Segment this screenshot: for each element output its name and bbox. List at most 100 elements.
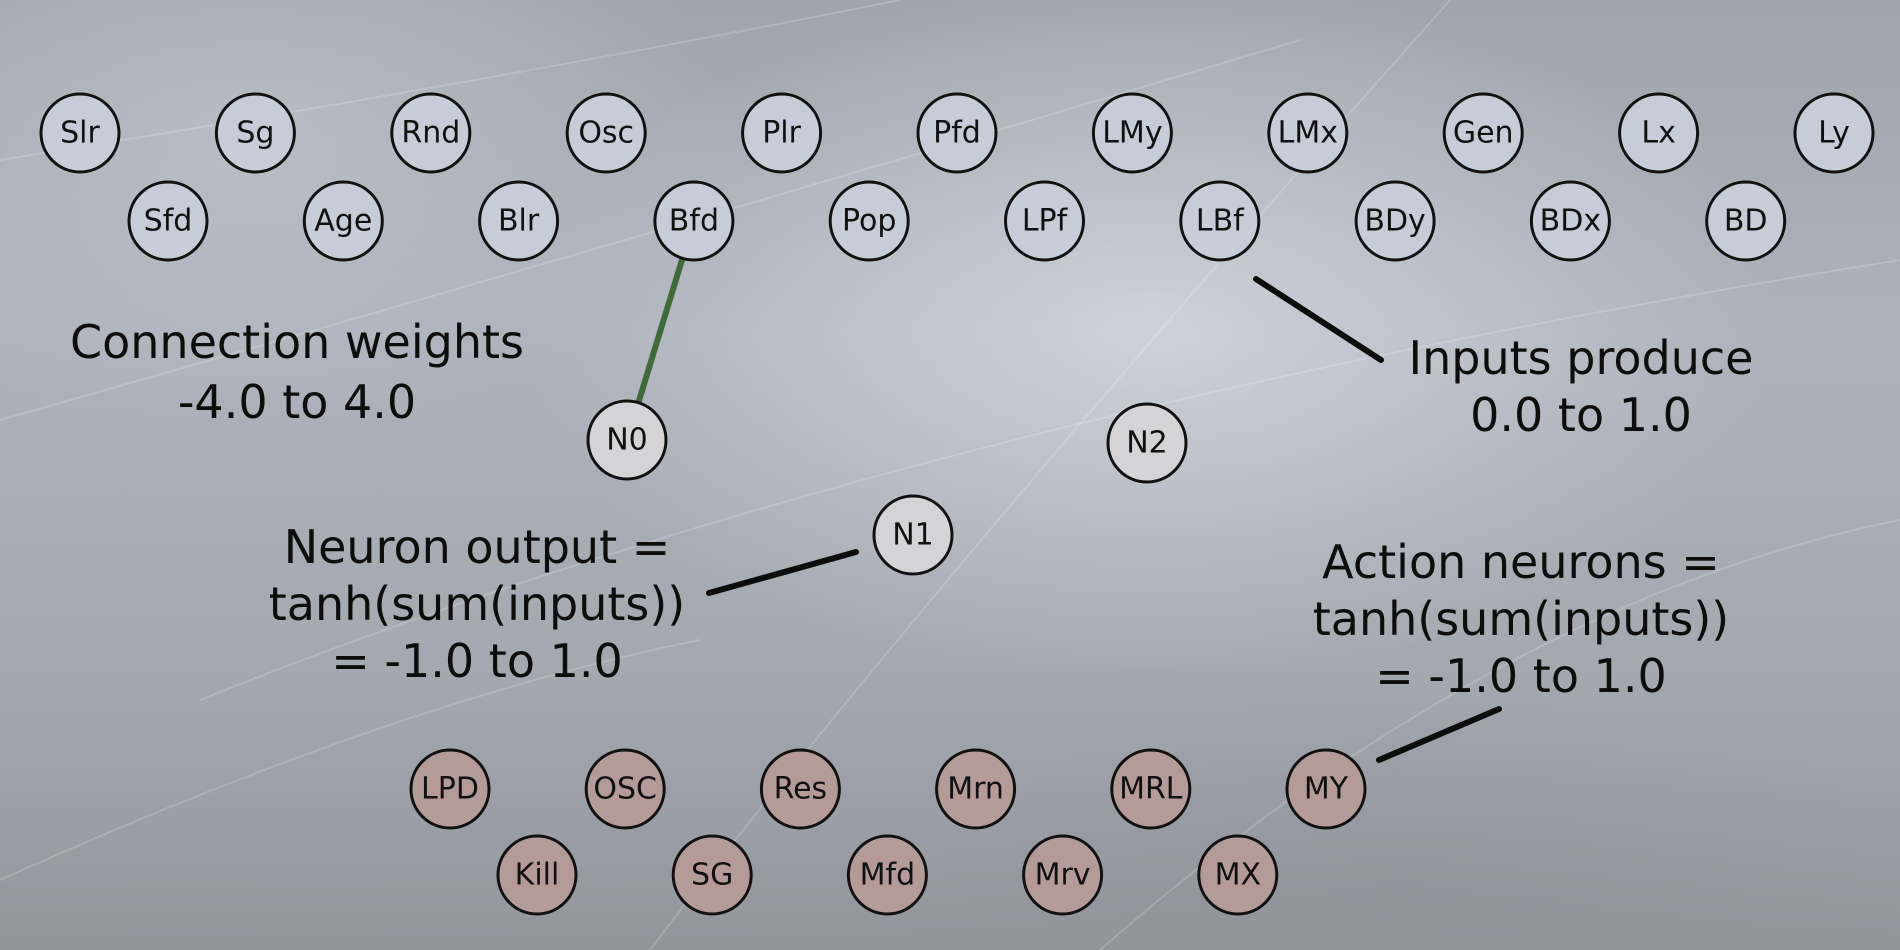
neuron-label: BDx bbox=[1540, 204, 1601, 239]
neuron-circle bbox=[586, 399, 668, 481]
input-neuron-lpf: LPf bbox=[1004, 180, 1085, 262]
internal-neuron-n1: N1 bbox=[872, 494, 954, 576]
internal-neuron-n0: N0 bbox=[586, 399, 668, 481]
neuron-label: Plr bbox=[762, 116, 801, 151]
neuron-label: MRL bbox=[1119, 772, 1183, 807]
neuron-label: LMy bbox=[1102, 116, 1162, 151]
neuron-circle bbox=[759, 748, 841, 830]
neuron-label: Ly bbox=[1818, 116, 1850, 151]
neuron-label: MX bbox=[1215, 858, 1261, 893]
neuron-circle bbox=[1179, 180, 1261, 262]
input-neuron-age: Age bbox=[302, 180, 384, 262]
neuron-circle bbox=[846, 834, 928, 916]
neuron-label: Age bbox=[314, 204, 372, 239]
neuron-label: N0 bbox=[606, 423, 648, 458]
neuron-circle bbox=[1442, 92, 1524, 174]
neuron-label: LPf bbox=[1022, 204, 1069, 239]
neuron-circle bbox=[653, 180, 735, 262]
neuron-circle bbox=[496, 834, 578, 916]
neuron-output-annotation-line3: = -1.0 to 1.0 bbox=[331, 634, 623, 688]
neuron-circle bbox=[127, 180, 209, 262]
input-neuron-lbf: LBf bbox=[1179, 180, 1261, 262]
neuron-label: Osc bbox=[578, 116, 634, 151]
neuron-label: Sg bbox=[236, 116, 274, 151]
neuron-circle bbox=[478, 180, 560, 262]
action-annotation-line1: Action neurons = bbox=[1322, 535, 1720, 589]
neuron-circle bbox=[741, 92, 823, 174]
input-neuron-lx: Lx bbox=[1618, 92, 1700, 174]
action-neuron-osc: OSC bbox=[584, 748, 666, 830]
neuron-label: Pop bbox=[842, 204, 896, 239]
neuron-circle bbox=[1267, 92, 1349, 174]
neuron-label: Mfd bbox=[860, 858, 916, 893]
annotation-inputs-produce: Inputs produce 0.0 to 1.0 bbox=[1409, 331, 1754, 442]
internal-neuron-n2: N2 bbox=[1106, 402, 1188, 484]
neuron-circle bbox=[1110, 748, 1192, 830]
neuron-label: Slr bbox=[60, 116, 100, 151]
neuron-label: BD bbox=[1724, 204, 1768, 239]
neuron-circle bbox=[409, 748, 491, 830]
input-neuron-bd: BD bbox=[1705, 180, 1787, 262]
action-neuron-mrn: Mrn bbox=[935, 748, 1017, 830]
neuron-label: Pfd bbox=[933, 116, 981, 151]
input-neuron-ly: Ly bbox=[1793, 92, 1875, 174]
neuron-label: MY bbox=[1304, 772, 1349, 807]
annotation-action-neurons: Action neurons = tanh(sum(inputs)) = -1.… bbox=[1313, 535, 1730, 703]
inputs-pointer-line bbox=[1253, 276, 1384, 363]
neuron-label: Mrn bbox=[947, 772, 1004, 807]
neuron-label: LMx bbox=[1278, 116, 1338, 151]
input-neuron-bdy: BDy bbox=[1354, 180, 1436, 262]
neuron-circle bbox=[302, 180, 384, 262]
neuron-label: Lx bbox=[1641, 116, 1675, 151]
neuron-label: BDy bbox=[1364, 204, 1425, 239]
action-neuron-kill: Kill bbox=[496, 834, 578, 916]
connection-bfd-to-n0 bbox=[635, 255, 686, 406]
input-neuron-rnd: Rnd bbox=[390, 92, 472, 174]
neuron-label: Blr bbox=[498, 204, 540, 239]
neuron-circle bbox=[1091, 92, 1173, 174]
neuron-circle bbox=[1793, 92, 1875, 174]
neuron-circle bbox=[214, 92, 296, 174]
input-neuron-sfd: Sfd bbox=[127, 180, 209, 262]
weights-annotation-line1: Connection weights bbox=[70, 315, 524, 369]
neuron-label: Rnd bbox=[401, 116, 460, 151]
weights-annotation-line2: -4.0 to 4.0 bbox=[178, 375, 416, 429]
input-neuron-gen: Gen bbox=[1442, 92, 1524, 174]
neuron-label: SG bbox=[691, 858, 733, 893]
neuron-output-annotation-line2: tanh(sum(inputs)) bbox=[269, 577, 686, 631]
neuron-circle bbox=[872, 494, 954, 576]
input-neuron-osc: Osc bbox=[565, 92, 647, 174]
neuron-label: LBf bbox=[1196, 204, 1245, 239]
input-neuron-pop: Pop bbox=[828, 180, 910, 262]
action-annotation-line2: tanh(sum(inputs)) bbox=[1313, 592, 1730, 646]
input-neuron-sg: Sg bbox=[214, 92, 296, 174]
neuron-label: Gen bbox=[1453, 116, 1514, 151]
neuron-circle bbox=[1705, 180, 1787, 262]
neuron-circle bbox=[390, 92, 472, 174]
neuron-circle bbox=[39, 92, 121, 174]
inputs-annotation-line1: Inputs produce bbox=[1409, 331, 1754, 385]
neuron-circle bbox=[828, 180, 910, 262]
input-neuron-pfd: Pfd bbox=[916, 92, 998, 174]
action-neuron-res: Res bbox=[759, 748, 841, 830]
annotation-connection-weights: Connection weights -4.0 to 4.0 bbox=[70, 315, 524, 429]
neuron-label: N2 bbox=[1126, 426, 1168, 461]
action-annotation-line3: = -1.0 to 1.0 bbox=[1375, 649, 1667, 703]
neuron-circle bbox=[1285, 748, 1367, 830]
neuron-label: Sfd bbox=[144, 204, 193, 239]
action-neuron-my: MY bbox=[1285, 748, 1367, 830]
neuron-output-annotation-line1: Neuron output = bbox=[284, 520, 671, 574]
action-neuron-mrv: Mrv bbox=[1022, 834, 1104, 916]
neuron-circle bbox=[1106, 402, 1188, 484]
input-neuron-lmy: LMy bbox=[1091, 92, 1173, 174]
annotation-pointers bbox=[706, 276, 1502, 763]
input-neuron-lmx: LMx bbox=[1267, 92, 1349, 174]
action-neuron-mx: MX bbox=[1197, 834, 1279, 916]
neuron-circle bbox=[584, 748, 666, 830]
neuron-circle bbox=[1529, 180, 1611, 262]
neuron-label: N1 bbox=[892, 518, 934, 553]
neuron-label: Mrv bbox=[1035, 858, 1091, 893]
